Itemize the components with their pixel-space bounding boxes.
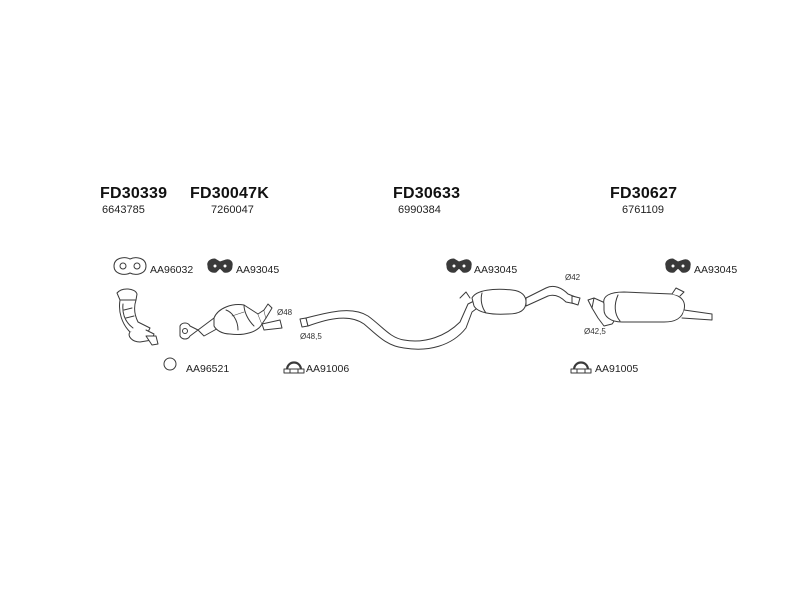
oem-number: 6761109 xyxy=(622,204,665,216)
accessory-code: AA93045 xyxy=(236,264,280,276)
front-pipe-drawing xyxy=(116,288,159,346)
accessory-code: AA91005 xyxy=(595,363,639,375)
rubber-hanger-icon xyxy=(207,258,233,273)
diameter-label: Ø48 xyxy=(277,308,293,317)
oem-number: 6990384 xyxy=(398,204,441,216)
diameter-label: Ø42,5 xyxy=(584,327,606,336)
part-code: FD30339 xyxy=(100,185,168,202)
rear-silencer-drawing xyxy=(587,287,713,327)
diameter-label: Ø48,5 xyxy=(300,332,322,341)
clamp-icon xyxy=(570,361,592,374)
rubber-hanger-icon xyxy=(665,258,691,273)
accessory-code: AA96032 xyxy=(150,264,194,276)
diameter-label: Ø42 xyxy=(565,273,581,282)
part-code: FD30633 xyxy=(393,185,461,202)
rubber-hanger-icon xyxy=(446,258,472,273)
oem-number: 6643785 xyxy=(102,204,145,216)
gasket-icon xyxy=(113,257,147,275)
accessory-code: AA91006 xyxy=(306,363,350,375)
accessory-code: AA93045 xyxy=(474,264,518,276)
accessory-code: AA93045 xyxy=(694,264,738,276)
accessory-code: AA96521 xyxy=(186,363,230,375)
ring-icon xyxy=(163,357,177,371)
middle-silencer-drawing xyxy=(299,285,581,350)
part-code: FD30627 xyxy=(610,185,678,202)
part-code: FD30047K xyxy=(190,185,269,202)
clamp-icon xyxy=(283,361,305,374)
catalytic-converter-drawing xyxy=(179,303,283,340)
oem-number: 7260047 xyxy=(211,204,254,216)
